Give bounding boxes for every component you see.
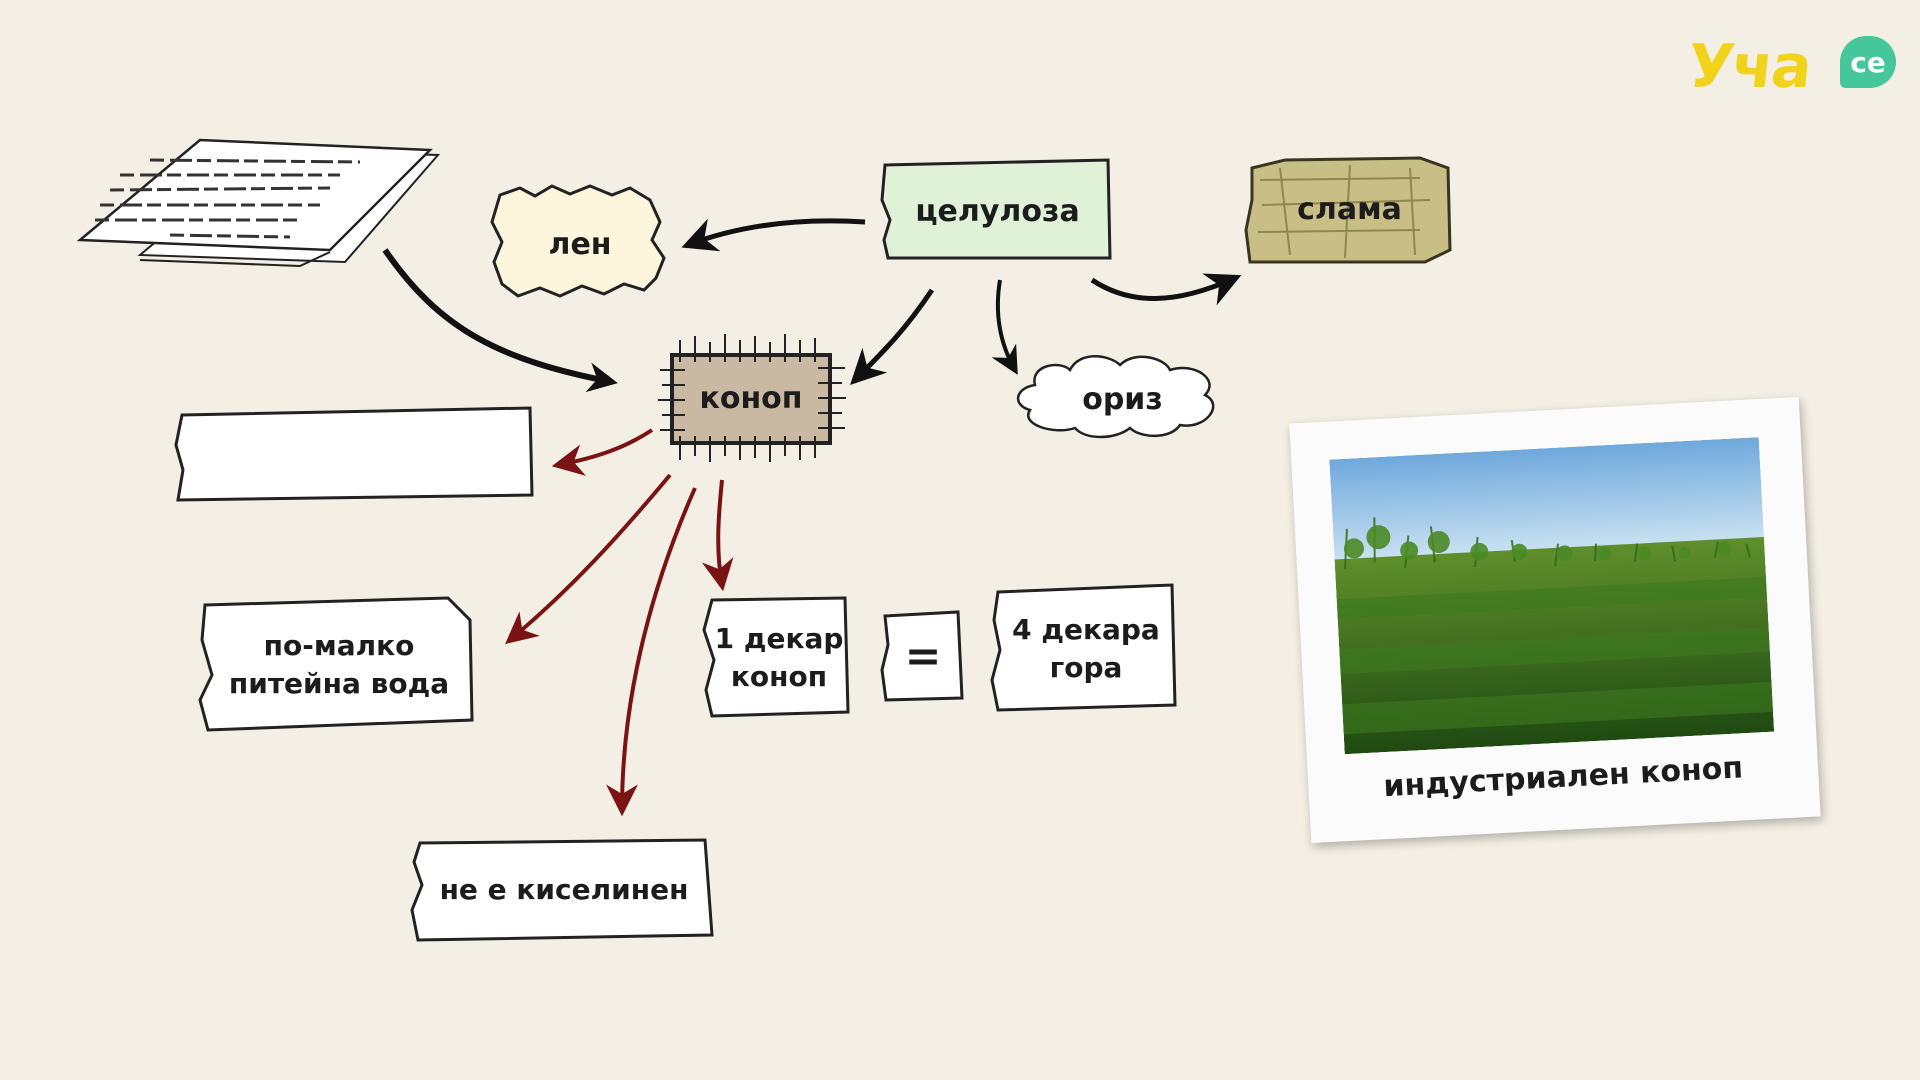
arrow-celuloza-to-konop xyxy=(850,288,935,385)
node-kiselinen: не е киселинен xyxy=(418,842,710,938)
arrow-konop-to-reklti xyxy=(551,428,654,476)
node-konop: коноп xyxy=(672,355,830,443)
node-celuloza: целулоза xyxy=(890,170,1105,254)
arrow-paper-to-konop xyxy=(382,248,618,393)
label-slama: слама xyxy=(1297,191,1402,227)
konop-shape xyxy=(670,353,832,445)
photo-caption: индустриален коноп xyxy=(1382,750,1744,805)
node-slama: слама xyxy=(1252,168,1447,252)
node-oriz: ориз xyxy=(1040,370,1205,430)
label-len: лен xyxy=(548,226,612,262)
ucha-se-logo: Уча ce xyxy=(1684,28,1898,108)
celuloza-shape xyxy=(880,158,1112,260)
hemp-field-photo xyxy=(1329,437,1775,755)
arrow-konop-to-dekar xyxy=(701,479,734,592)
label-dekar-line2: коноп xyxy=(730,660,828,693)
label-konop: коноп xyxy=(699,380,803,416)
oriz-shape xyxy=(1017,355,1215,439)
slama-texture xyxy=(1257,164,1431,259)
konop-stitches xyxy=(658,334,846,462)
node-equals: = xyxy=(885,614,961,700)
label-voda-line2: питейна вода xyxy=(228,667,450,700)
dekar-shape xyxy=(702,596,850,718)
equals-shape xyxy=(880,610,964,702)
logo-text: Уча xyxy=(1684,32,1814,102)
arrow-celuloza-to-oriz xyxy=(991,279,1018,375)
arrow-konop-to-kiselinen xyxy=(606,487,697,817)
arrow-konop-to-voda xyxy=(505,473,672,645)
label-equals: = xyxy=(904,631,942,683)
gora-shape xyxy=(990,583,1177,712)
label-oriz: ориз xyxy=(1082,381,1163,417)
paper-stack-icon xyxy=(76,138,441,268)
label-voda-line1: по-малко xyxy=(263,629,415,663)
label-kiselinen: не е киселинен xyxy=(439,873,689,907)
label-celuloza: целулоза xyxy=(915,193,1080,229)
node-len: лен xyxy=(505,205,655,285)
logo-badge-text: ce xyxy=(1850,45,1886,79)
voda-shape xyxy=(198,596,474,732)
photo-polaroid: индустриален коноп xyxy=(1289,396,1821,844)
len-shape xyxy=(490,184,666,298)
label-gora-line1: 4 декара xyxy=(1012,613,1160,647)
kiselinen-shape xyxy=(410,838,714,942)
label-gora-line2: гора xyxy=(1049,651,1123,684)
hemp-field-image xyxy=(1329,437,1775,755)
arrow-celuloza-to-len xyxy=(681,218,866,252)
arrow-celuloza-to-slama xyxy=(1090,273,1242,306)
node-reklti xyxy=(182,412,532,498)
node-voda: по-малко питейна вода xyxy=(208,605,470,725)
node-dekar: 1 декар коноп xyxy=(710,602,848,714)
logo-badge: ce xyxy=(1840,36,1896,88)
node-gora: 4 декара гора xyxy=(998,590,1174,708)
label-dekar-line1: 1 декар xyxy=(714,622,844,656)
reklti-shape xyxy=(174,406,534,502)
